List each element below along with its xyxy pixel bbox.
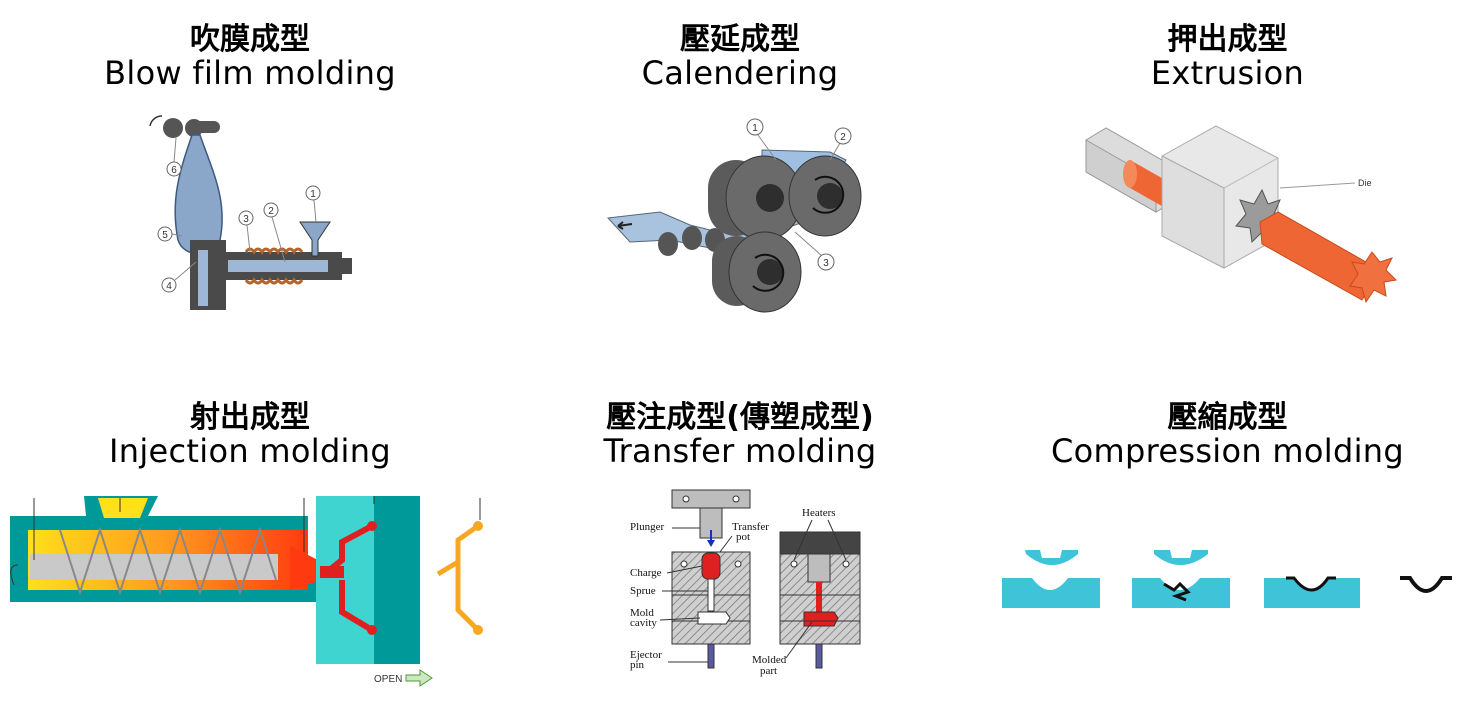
blow-film-diagram: 1 2 3 4 5 6 [149,115,352,310]
compression-title-zh: 壓縮成型 [1167,400,1288,435]
svg-text:5: 5 [162,230,168,241]
blow-film-callout-2: 2 [263,202,286,263]
blow-film-callout-4: 4 [161,261,197,293]
panel-compression: 壓縮成型 Compression molding [980,380,1475,710]
panel-blow-film: 吹膜成型 Blow film molding 1 2 [0,0,500,330]
calendering-callout-3: 3 [794,231,835,271]
cavity-label: cavity [630,617,657,629]
mold-label: Mold [630,607,654,619]
transfer-title-zh: 壓注成型(傳塑成型) [606,400,874,435]
svg-text:1: 1 [752,123,758,134]
extrusion-title-en: Extrusion [1150,54,1305,92]
extrusion-diagram: Die [1085,125,1398,304]
calender-roll-right [788,155,862,237]
compression-diagram [1002,550,1452,608]
blow-film-title-en: Blow film molding [104,54,396,92]
injection-title-en: Injection molding [109,432,391,470]
ejector-label: Ejector [630,649,662,661]
part-label: part [760,665,777,677]
compression-step-1 [1002,550,1100,608]
panel-injection: 射出成型 Injection molding [0,380,500,710]
sprue-label: Sprue [630,585,656,597]
pin-label: pin [630,659,645,671]
calender-roll-bottom [712,231,802,313]
blow-film-title-zh: 吹膜成型 [190,22,310,57]
transfer-diagram: Plunger Transfer pot Charge Sprue Mold c… [630,489,861,677]
die-label: Die [1358,178,1372,188]
blow-film-callout-3: 3 [238,210,254,253]
heaters-label: Heaters [802,507,836,519]
charge-label: Charge [630,567,662,579]
blow-film-callout-6: 6 [166,137,182,177]
svg-text:4: 4 [166,281,172,292]
panel-calendering: 壓延成型 Calendering [490,0,990,330]
svg-text:3: 3 [243,214,249,225]
calendering-callout-1: 1 [746,118,777,161]
compression-final-part [1400,576,1452,593]
svg-text:2: 2 [840,132,846,143]
svg-text:3: 3 [823,258,829,269]
blow-film-callout-1: 1 [305,185,321,223]
svg-text:1: 1 [310,189,316,200]
panel-transfer: 壓注成型(傳塑成型) Transfer molding [490,380,990,710]
panel-extrusion: 押出成型 Extrusion Die [980,0,1475,330]
injection-diagram: OPEN [10,496,483,687]
calendering-title-en: Calendering [641,54,839,92]
molded-label: Molded [752,654,787,666]
calendering-diagram: 1 2 3 [606,118,862,313]
open-arrow-icon [405,669,433,687]
pot-label: pot [736,531,750,543]
svg-text:2: 2 [268,206,274,217]
compression-step-3 [1264,576,1360,608]
open-label: OPEN [374,674,402,685]
calendering-callout-2: 2 [829,127,852,161]
calendering-title-zh: 壓延成型 [680,22,800,57]
svg-text:6: 6 [171,165,177,176]
blow-film-callout-5: 5 [157,226,183,242]
compression-title-en: Compression molding [1051,432,1404,470]
injection-title-zh: 射出成型 [190,400,310,435]
transfer-title-en: Transfer molding [603,432,877,470]
extrusion-title-zh: 押出成型 [1167,22,1288,57]
compression-step-2 [1132,550,1230,608]
plunger-label: Plunger [630,521,665,533]
transfer-label: Transfer [732,521,769,533]
calender-roll-top-left [708,155,803,241]
